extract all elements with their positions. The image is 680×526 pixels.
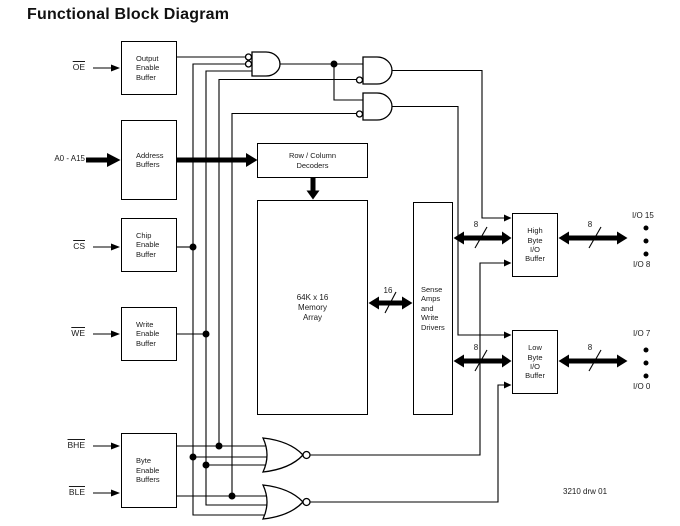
block-memory-array: 64K x 16 Memory Array xyxy=(257,200,368,415)
and-gate-control-icon xyxy=(244,51,281,77)
signal-ble: BLE xyxy=(20,487,85,497)
io-label-8: I/O 8 xyxy=(633,260,651,269)
block-chip-enable-buffer: Chip Enable Buffer xyxy=(121,218,177,272)
io-pin-dots xyxy=(643,225,649,379)
block-label: Address Buffers xyxy=(136,150,164,169)
signal-label: OE xyxy=(72,62,85,72)
block-label: Sense Amps and Write Drivers xyxy=(421,285,445,332)
signal-cs: CS xyxy=(20,241,85,251)
block-low-byte-io-buffer: Low Byte I/O Buffer xyxy=(512,330,558,394)
signal-arrowheads xyxy=(111,64,512,497)
signal-a0-a15: A0 - A15 xyxy=(20,154,85,163)
block-address-buffers: Address Buffers xyxy=(121,120,177,200)
signal-bhe: BHE xyxy=(20,440,85,450)
drawing-number: 3210 drw 01 xyxy=(563,487,608,496)
signal-label: A0 - A15 xyxy=(54,154,85,163)
bus-width-slashes xyxy=(384,226,602,372)
bus-width-low-io: 8 xyxy=(587,343,593,352)
signal-oe: OE xyxy=(20,62,85,72)
block-row-column-decoders: Row / Column Decoders xyxy=(257,143,368,178)
block-output-enable-buffer: Output Enable Buffer xyxy=(121,41,177,95)
block-label: Byte Enable Buffers xyxy=(136,456,160,485)
io-label-0: I/O 0 xyxy=(633,382,651,391)
signal-we: WE xyxy=(20,328,85,338)
block-label: Low Byte I/O Buffer xyxy=(525,343,545,381)
signal-label: BHE xyxy=(67,440,85,450)
signal-label: BLE xyxy=(68,487,85,497)
bus-width-high-io: 8 xyxy=(587,220,593,229)
bus-width-sense-high: 8 xyxy=(473,220,479,229)
block-label: Chip Enable Buffer xyxy=(136,230,160,259)
bus-width-mem-sense: 16 xyxy=(383,286,393,295)
and-gate-high-enable-icon xyxy=(355,56,393,85)
block-sense-amps: Sense Amps and Write Drivers xyxy=(413,202,453,415)
block-byte-enable-buffers: Byte Enable Buffers xyxy=(121,433,177,508)
nor-gate-low-write-icon xyxy=(261,484,311,520)
bus-arrows xyxy=(86,153,628,368)
nor-gate-high-write-icon xyxy=(261,437,311,473)
junction-dots xyxy=(189,60,338,500)
block-label: Write Enable Buffer xyxy=(136,319,160,348)
io-label-7: I/O 7 xyxy=(633,329,651,338)
io-label-15: I/O 15 xyxy=(632,211,654,220)
block-label: 64K x 16 Memory Array xyxy=(296,292,329,322)
and-gate-low-enable-icon xyxy=(355,92,393,121)
signal-label: CS xyxy=(73,241,85,251)
block-label: Row / Column Decoders xyxy=(288,151,337,170)
block-high-byte-io-buffer: High Byte I/O Buffer xyxy=(512,213,558,277)
block-label: Output Enable Buffer xyxy=(136,53,160,82)
page-title: Functional Block Diagram xyxy=(27,6,230,23)
block-write-enable-buffer: Write Enable Buffer xyxy=(121,307,177,361)
bus-width-sense-low: 8 xyxy=(473,343,479,352)
block-label: High Byte I/O Buffer xyxy=(525,226,545,264)
signal-label: WE xyxy=(71,328,85,338)
